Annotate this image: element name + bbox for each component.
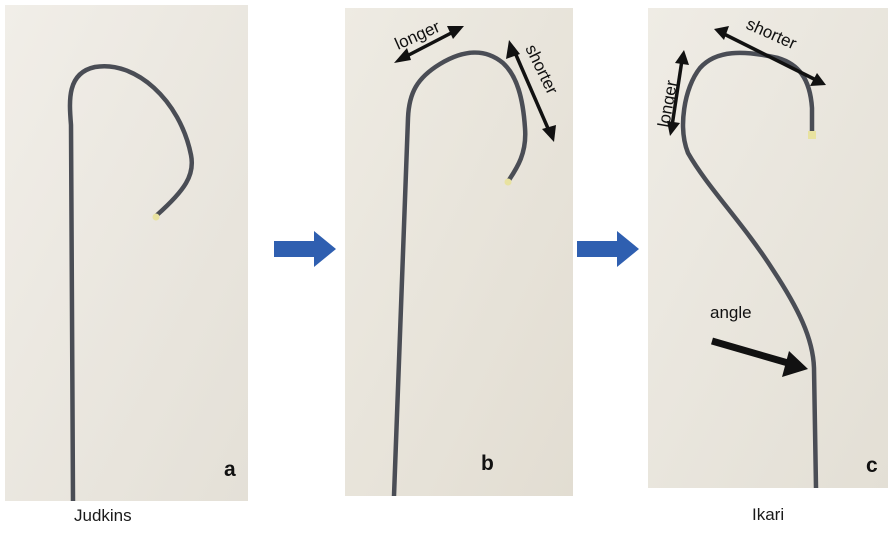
panel-a-background (5, 5, 248, 501)
flow-arrow-icon (577, 229, 641, 269)
panel-letter-a: a (224, 458, 236, 481)
caption-judkins: Judkins (74, 506, 132, 526)
panel-b-image: longer shorter b (345, 8, 573, 496)
panel-letter-c: c (866, 454, 878, 477)
panel-b-photo: longer shorter b (345, 8, 573, 496)
panel-a-image: a (5, 5, 248, 501)
panel-c-photo: longer shorter angle c (648, 8, 888, 488)
panel-letter-b: b (481, 452, 494, 475)
catheter-tip (505, 179, 512, 186)
panel-c-background (648, 8, 888, 488)
panel-c-image: longer shorter angle c (648, 8, 888, 488)
label-angle: angle (710, 303, 752, 322)
panel-a-photo: a (5, 5, 248, 501)
caption-ikari: Ikari (752, 505, 784, 525)
catheter-tip (808, 131, 816, 139)
flow-arrow-icon (274, 229, 338, 269)
catheter-tip (153, 214, 160, 221)
